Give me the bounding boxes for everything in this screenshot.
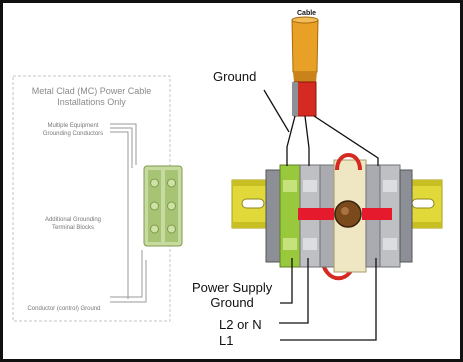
mc-panel-wiring (110, 123, 147, 303)
mc-panel-title: Metal Clad (MC) Power Cable Installation… (31, 86, 152, 107)
top-jumper-loop (335, 153, 362, 171)
ground-label: Ground (213, 69, 257, 84)
power-supply-ground-label: Power Supply Ground (192, 280, 273, 310)
leader-lines (263, 89, 377, 341)
terminal-block-strip (265, 159, 413, 273)
mc-panel-border (12, 75, 171, 322)
multiple-grounding-conductors-label: Multiple Equipment Grounding Conductors (42, 123, 104, 137)
cable (291, 16, 319, 117)
l1-label: L1 (219, 333, 234, 348)
cable-label: Cable (297, 10, 317, 17)
mc-panel-terminal-block (143, 165, 183, 247)
l2-or-n-label: L2 or N (219, 317, 262, 332)
conductor-ground-label: Conductor (control) Ground (27, 306, 101, 312)
additional-grounding-blocks-label: Additional Grounding Terminal Blocks (44, 217, 102, 231)
cable-conductors (286, 115, 379, 166)
